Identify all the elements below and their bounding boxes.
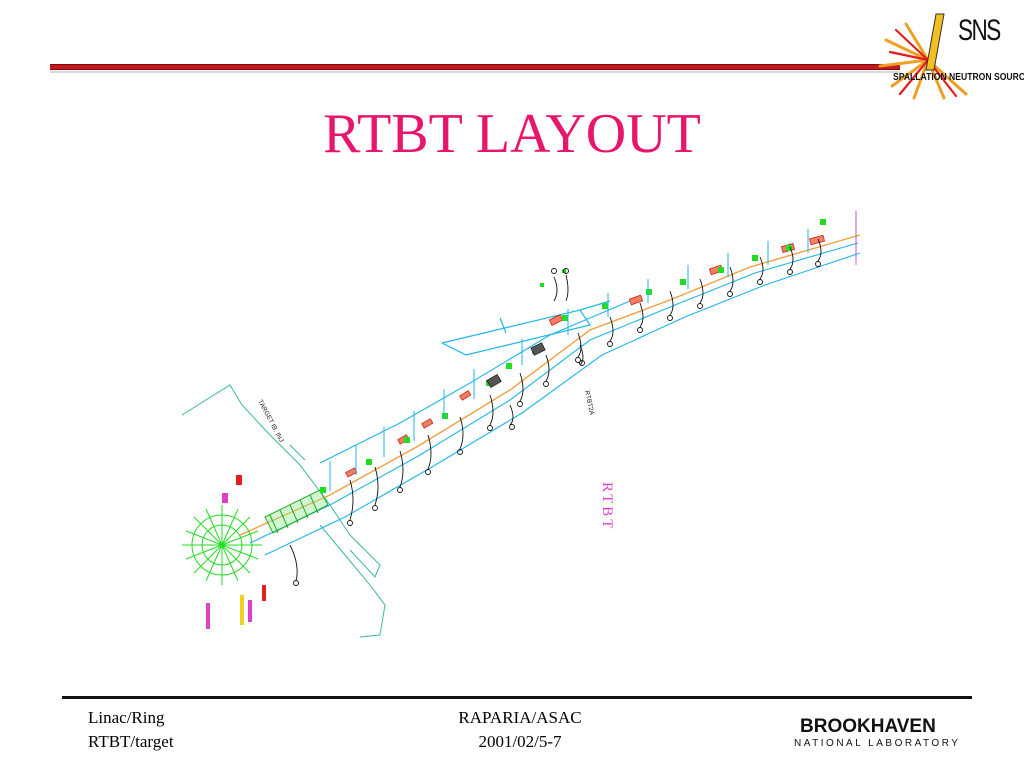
sns-logo-text: SNS <box>958 14 1001 47</box>
rtbt-label: RTBT <box>599 482 615 532</box>
dipole-magnets <box>345 234 826 478</box>
footer-center-line1: RAPARIA/ASAC <box>458 708 582 727</box>
footer-center: RAPARIA/ASAC 2001/02/5-7 <box>420 706 620 754</box>
rtbt-layout-diagram: TARGET IB. INJ RTBT2A <box>181 211 861 638</box>
rtbt-beamline <box>249 242 861 556</box>
target-transport-section <box>264 489 329 534</box>
footer-rule <box>62 696 972 699</box>
target-area-label: TARGET IB. INJ <box>256 399 284 444</box>
footer-center-line2: 2001/02/5-7 <box>478 732 562 751</box>
brookhaven-logo-name: BROOKHAVEN <box>800 716 936 737</box>
target-area-tags <box>206 475 266 629</box>
target-building-outline <box>181 384 386 638</box>
header-rule-shadow <box>50 71 900 73</box>
device-callouts <box>289 238 822 586</box>
beamline-supports <box>329 211 857 491</box>
footer-left: Linac/Ring RTBT/target <box>88 706 174 754</box>
footer-left-line1: Linac/Ring <box>88 708 165 727</box>
brookhaven-logo-subtitle: NATIONAL LABORATORY <box>794 738 961 749</box>
header-rule <box>50 64 900 70</box>
rtbt-area-label: RTBT2A <box>583 390 595 416</box>
collimator-blocks <box>486 342 546 389</box>
sns-starburst-logo-icon <box>878 13 968 100</box>
diagnostic-devices <box>320 219 826 493</box>
beam-path <box>239 234 861 536</box>
sns-logo-subtitle: SPALLATION NEUTRON SOURCE <box>893 72 1024 83</box>
page-title: RTBT LAYOUT <box>323 103 701 165</box>
target-monolith-icon <box>182 505 262 585</box>
bypass-beamline <box>441 300 611 356</box>
footer-left-line2: RTBT/target <box>88 732 174 751</box>
